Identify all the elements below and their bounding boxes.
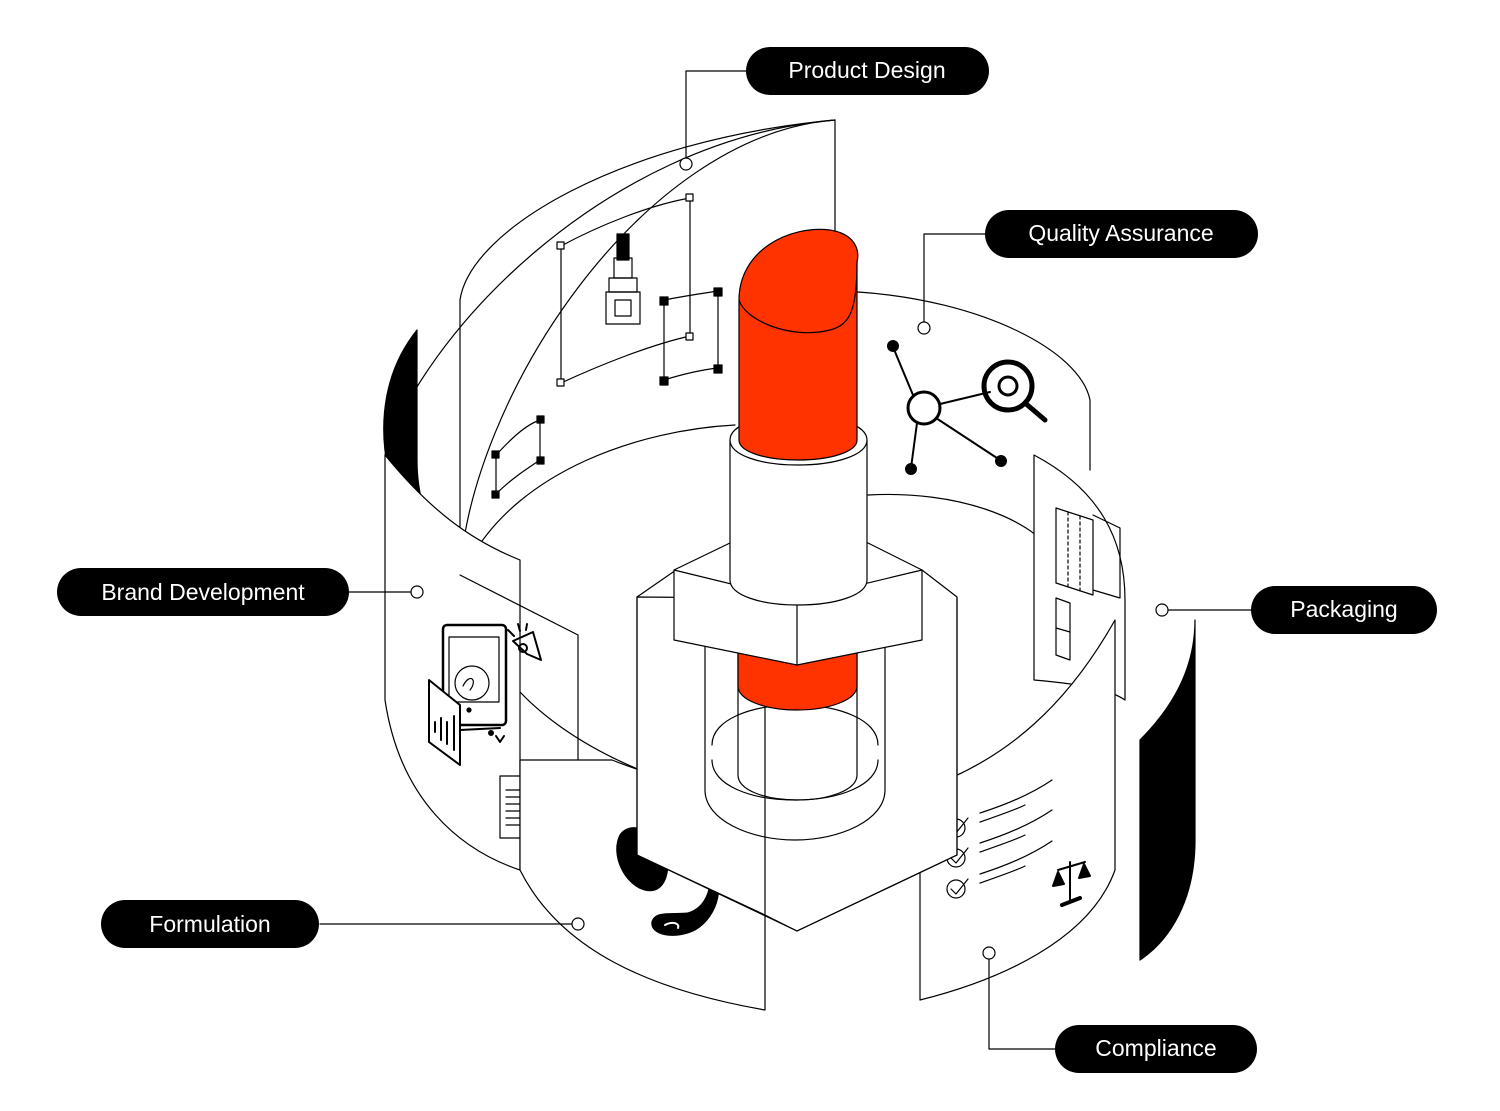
cylinder-floor [469, 424, 736, 561]
product-design-panel [384, 119, 836, 456]
dieline-icon [1055, 507, 1121, 661]
lipstick-bullet-lower [737, 649, 858, 711]
cylinder-shadow-right [1139, 619, 1196, 961]
lipstick-cap-box [636, 569, 958, 932]
lipstick-sketch-icon [491, 193, 723, 499]
svg-text:Brand Development: Brand Development [101, 579, 305, 605]
svg-text:Packaging: Packaging [1290, 596, 1397, 622]
scales-icon [1052, 861, 1091, 907]
megaphone-icon [507, 623, 542, 661]
label-compliance[interactable]: Compliance [1055, 1025, 1257, 1073]
bar-chart-icon [428, 679, 505, 766]
cylinder-rim-back [459, 119, 836, 576]
label-quality-assurance[interactable]: Quality Assurance [985, 210, 1258, 258]
magnifier-icon [981, 359, 1048, 423]
quality-assurance-leader [923, 233, 987, 328]
svg-text:Compliance: Compliance [1095, 1035, 1216, 1061]
tablet-icon [441, 623, 508, 727]
svg-text:Product Design: Product Design [788, 57, 945, 83]
label-product-design[interactable]: Product Design [746, 47, 989, 95]
svg-text:Quality Assurance: Quality Assurance [1028, 220, 1213, 246]
svg-text:Formulation: Formulation [149, 911, 270, 937]
network-icon [887, 340, 1007, 475]
compliance-leader [988, 958, 1057, 1050]
label-formulation[interactable]: Formulation [101, 900, 319, 948]
lipstick-tube [729, 439, 868, 606]
label-packaging[interactable]: Packaging [1251, 586, 1437, 634]
label-brand-development[interactable]: Brand Development [57, 568, 349, 616]
product-design-leader [685, 70, 749, 164]
lipstick-bullet [738, 228, 859, 461]
